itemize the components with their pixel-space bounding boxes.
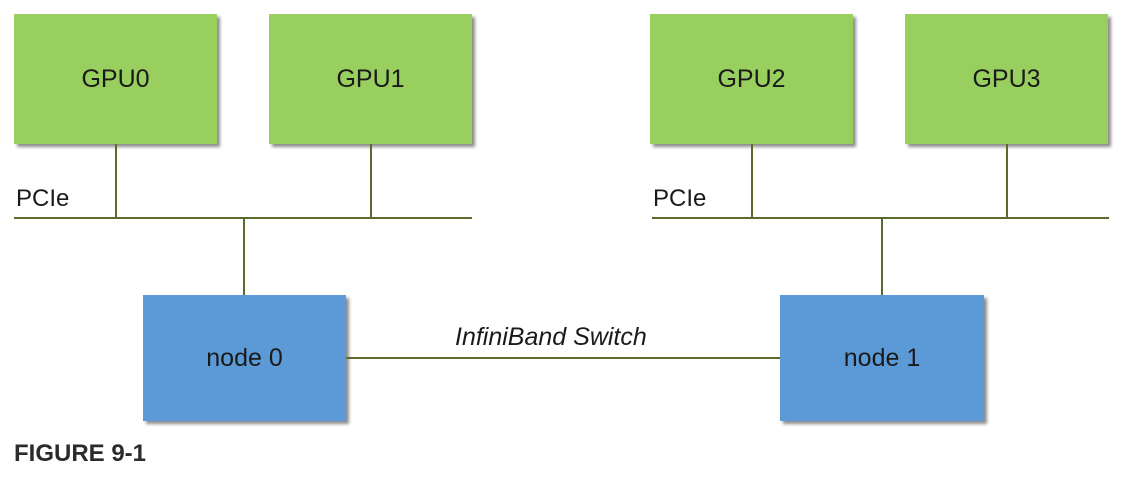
- gpu0-connector: [115, 144, 117, 218]
- node1-label: node 1: [843, 343, 921, 372]
- node0-box: node 0: [143, 295, 346, 421]
- pcie-bus-right: [652, 217, 1109, 219]
- gpu3-connector: [1006, 144, 1008, 218]
- gpu0-label: GPU0: [81, 64, 150, 93]
- node1-box: node 1: [780, 295, 984, 421]
- pcie-label-left: PCIe: [16, 185, 70, 212]
- gpu0-box: GPU0: [14, 14, 217, 144]
- gpu1-box: GPU1: [269, 14, 472, 144]
- gpu3-label: GPU3: [972, 64, 1041, 93]
- bus-to-node1-connector: [881, 218, 883, 295]
- gpu2-box: GPU2: [650, 14, 853, 144]
- gpu2-connector: [751, 144, 753, 218]
- gpu3-box: GPU3: [905, 14, 1108, 144]
- node0-label: node 0: [206, 343, 283, 372]
- bus-to-node0-connector: [243, 218, 245, 295]
- infiniband-link: [346, 357, 780, 359]
- figure-caption: FIGURE 9-1: [14, 440, 147, 467]
- gpu1-connector: [370, 144, 372, 218]
- infiniband-switch-label: InfiniBand Switch: [455, 323, 647, 351]
- pcie-label-right: PCIe: [653, 185, 707, 212]
- gpu2-label: GPU2: [717, 64, 786, 93]
- gpu1-label: GPU1: [336, 64, 405, 93]
